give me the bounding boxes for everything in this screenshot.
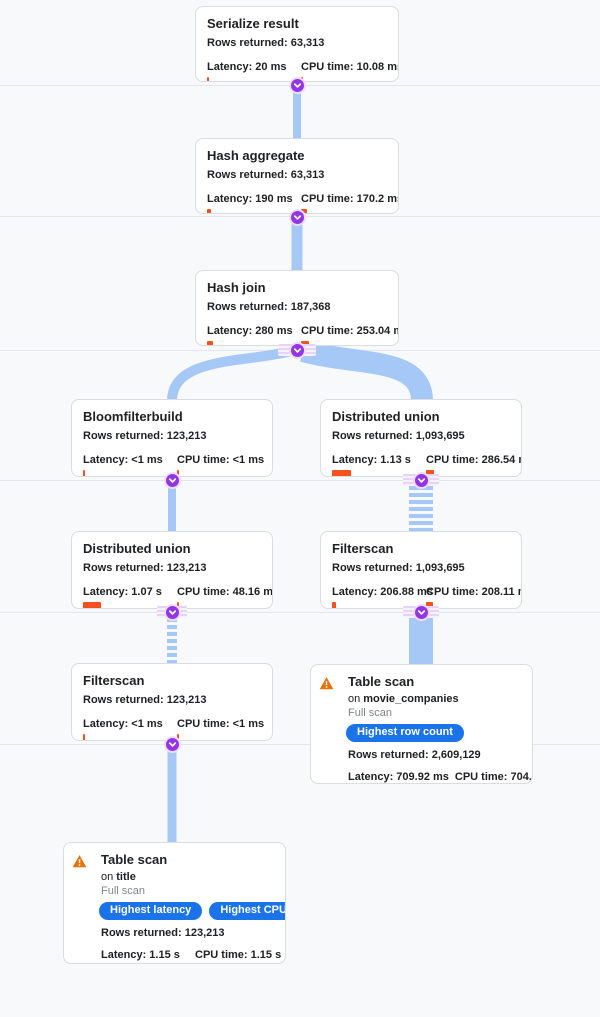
table-name: movie_companies — [363, 693, 459, 705]
cpu-time-label: CPU time: 48.16 ms — [177, 586, 273, 598]
level-separator — [0, 480, 600, 481]
cpu-time-bar — [301, 209, 307, 213]
node-title: Hash aggregate — [207, 148, 305, 163]
cpu-time-label: CPU time: 704.49 ms — [454, 771, 532, 783]
plan-node-hash-aggregate[interactable]: Hash aggregate Rows returned: 63,313 Lat… — [195, 138, 399, 214]
plan-node-serialize-result[interactable]: Serialize result Rows returned: 63,313 L… — [195, 6, 399, 82]
cpu-time-bar — [426, 602, 433, 608]
latency-bar — [83, 602, 101, 608]
chevron-down-icon — [168, 478, 177, 483]
node-title: Filterscan — [83, 673, 145, 688]
chevron-down-icon — [168, 742, 177, 747]
chevron-down-icon — [293, 83, 302, 88]
level-separator — [0, 612, 600, 613]
cpu-time-label: CPU time: 208.11 ms — [426, 586, 521, 598]
collapse-connector[interactable] — [289, 342, 306, 359]
latency-bar — [83, 734, 85, 740]
latency-bar — [207, 209, 211, 213]
cpu-time-bar — [177, 734, 179, 740]
latency-bar — [207, 77, 209, 81]
chevron-down-icon — [417, 610, 426, 615]
chevron-down-icon — [293, 348, 302, 353]
edge-hash-join-to-bloomfilterbuild — [167, 346, 293, 402]
rows-returned: Rows returned: 1,093,695 — [332, 562, 465, 574]
node-title: Table scan — [101, 852, 168, 867]
cpu-time-label: CPU time: <1 ms — [177, 454, 265, 466]
plan-node-hash-join[interactable]: Hash join Rows returned: 187,368 Latency… — [195, 270, 399, 346]
latency-label: Latency: 190 ms — [207, 193, 293, 205]
collapse-connector[interactable] — [289, 77, 306, 94]
cpu-time-bar — [177, 470, 179, 476]
node-title: Distributed union — [83, 541, 191, 556]
warning-icon — [72, 854, 87, 871]
cpu-time-label: CPU time: 286.54 ms — [426, 454, 521, 466]
latency-bar — [83, 470, 85, 476]
rows-returned: Rows returned: 123,213 — [101, 927, 225, 939]
collapse-connector[interactable] — [164, 472, 181, 489]
chevron-down-icon — [293, 215, 302, 220]
cpu-time-label: CPU time: <1 ms — [177, 718, 265, 730]
cpu-time-label: CPU time: 253.04 ms — [301, 325, 399, 337]
latency-label: Latency: 1.07 s — [83, 586, 162, 598]
rows-returned: Rows returned: 1,093,695 — [332, 430, 465, 442]
chevron-down-icon — [417, 478, 426, 483]
latency-label: Latency: 709.92 ms — [348, 771, 449, 783]
node-title: Serialize result — [207, 16, 299, 31]
latency-label: Latency: 206.88 ms — [332, 586, 433, 598]
collapse-connector[interactable] — [413, 604, 430, 621]
badge-highest-cpu-time: Highest CPU time — [209, 902, 285, 920]
cpu-time-bar — [177, 602, 179, 608]
latency-bar — [207, 341, 213, 345]
table-name: title — [116, 871, 136, 883]
collapse-connector[interactable] — [164, 736, 181, 753]
badge-highest-row-count: Highest row count — [346, 724, 464, 742]
plan-node-distributed-union-left[interactable]: Distributed union Rows returned: 123,213… — [71, 531, 273, 609]
node-title: Hash join — [207, 280, 266, 295]
latency-bar — [332, 602, 336, 608]
scan-type: Full scan — [101, 885, 146, 897]
cpu-time-label: CPU time: 10.08 ms — [301, 61, 399, 73]
plan-node-filterscan-left[interactable]: Filterscan Rows returned: 123,213 Latenc… — [71, 663, 273, 741]
cpu-time-label: CPU time: 1.15 s — [195, 949, 282, 961]
collapse-connector[interactable] — [289, 209, 306, 226]
latency-label: Latency: 1.13 s — [332, 454, 411, 466]
plan-node-filterscan-right[interactable]: Filterscan Rows returned: 1,093,695 Late… — [320, 531, 522, 609]
rows-returned: Rows returned: 123,213 — [83, 694, 207, 706]
plan-node-distributed-union-right[interactable]: Distributed union Rows returned: 1,093,6… — [320, 399, 522, 477]
rows-returned: Rows returned: 123,213 — [83, 430, 207, 442]
collapse-connector[interactable] — [164, 604, 181, 621]
node-title: Distributed union — [332, 409, 440, 424]
rows-returned: Rows returned: 123,213 — [83, 562, 207, 574]
rows-returned: Rows returned: 63,313 — [207, 37, 325, 49]
plan-node-bloomfilterbuild[interactable]: Bloomfilterbuild Rows returned: 123,213 … — [71, 399, 273, 477]
edge-hash-join-to-distributed-union-right — [300, 340, 433, 403]
level-separator — [0, 744, 600, 745]
latency-bar — [332, 470, 351, 476]
cpu-time-bar — [426, 470, 434, 476]
badge-highest-latency: Highest latency — [99, 902, 203, 920]
node-title: Table scan — [348, 674, 415, 689]
rows-returned: Rows returned: 2,609,129 — [348, 749, 481, 761]
warning-icon — [319, 676, 334, 693]
rows-returned: Rows returned: 63,313 — [207, 169, 325, 181]
latency-label: Latency: 1.15 s — [101, 949, 180, 961]
latency-label: Latency: <1 ms — [83, 718, 163, 730]
latency-label: Latency: 20 ms — [207, 61, 287, 73]
chevron-down-icon — [168, 610, 177, 615]
latency-label: Latency: <1 ms — [83, 454, 163, 466]
collapse-connector[interactable] — [413, 472, 430, 489]
rows-returned: Rows returned: 187,368 — [207, 301, 331, 313]
latency-label: Latency: 280 ms — [207, 325, 293, 337]
cpu-time-label: CPU time: 170.2 ms — [301, 193, 399, 205]
scan-type: Full scan — [348, 707, 393, 719]
node-title: Filterscan — [332, 541, 394, 556]
node-title: Bloomfilterbuild — [83, 409, 183, 424]
